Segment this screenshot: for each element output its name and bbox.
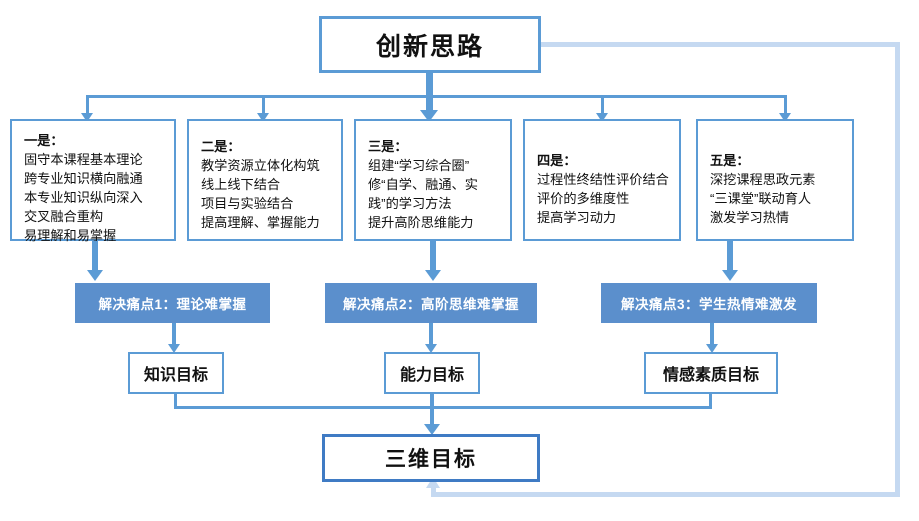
pain-point-1-label: 解决痛点1：理论难掌握 — [98, 297, 247, 312]
pain-point-bar-2[interactable]: 解决痛点2：高阶思维难掌握 — [325, 283, 537, 323]
final-goal-text: 三维目标 — [385, 448, 477, 471]
idea-3-line-4: 提升高阶思维能力 — [368, 215, 474, 230]
idea-2-line-4: 提高理解、掌握能力 — [201, 215, 320, 230]
bus-stem-3 — [426, 95, 433, 113]
idea-3-header: 三是： — [368, 139, 408, 154]
idea-2-line-2: 线上线下结合 — [201, 177, 281, 192]
feedback-loop-top-segment — [540, 42, 900, 47]
title-box[interactable]: 创新思路 — [319, 16, 541, 73]
idea-5-line-1: 深挖课程思政元素 — [710, 172, 816, 187]
idea-4-line-3: 提高学习动力 — [537, 210, 617, 225]
goal-2-label: 能力目标 — [399, 367, 464, 384]
feedback-loop-right-segment — [895, 42, 900, 497]
idea-3-line-1: 组建“学习综合圈” — [368, 158, 470, 173]
bus-stem-2 — [262, 95, 265, 117]
goal-box-2[interactable]: 能力目标 — [384, 352, 480, 394]
idea-1-header: 一是： — [24, 133, 64, 148]
idea-3-line-3: 践”的学习方法 — [368, 196, 452, 211]
merge-to-final-stem — [430, 406, 434, 428]
pain-point-bar-3[interactable]: 解决痛点3：学生热情难激发 — [601, 283, 817, 323]
goal1-drop — [174, 394, 177, 408]
connector-pain1-to-goal1 — [172, 323, 176, 346]
connector-pain3-to-goal3 — [710, 323, 714, 346]
goal-3-label: 情感素质目标 — [662, 367, 759, 384]
goal-1-label: 知识目标 — [143, 367, 208, 384]
arrow-to-goal-3 — [706, 344, 718, 353]
connector-idea5-to-pain3 — [727, 241, 733, 273]
idea-4-line-2: 评价的多维度性 — [537, 191, 630, 206]
arrow-to-idea-1 — [81, 113, 93, 122]
idea-4-line-1: 过程性终结性评价结合 — [537, 172, 669, 187]
goal3-drop — [709, 394, 712, 408]
idea-box-1[interactable]: 一是： 固守本课程基本理论 跨专业知识横向融通 本专业知识纵向深入 交叉融合重构… — [10, 119, 176, 243]
connector-idea1-to-pain1 — [92, 241, 98, 273]
arrow-to-pain-2 — [425, 270, 441, 281]
title-text: 创新思路 — [375, 32, 484, 61]
arrow-to-idea-5 — [779, 113, 791, 122]
connector-idea3-to-pain2 — [430, 241, 436, 273]
idea-box-4[interactable]: 四是： 过程性终结性评价结合 评价的多维度性 提高学习动力 — [523, 119, 681, 241]
goal2-drop — [430, 394, 434, 408]
goal-box-3[interactable]: 情感素质目标 — [644, 352, 778, 394]
pain-point-3-label: 解决痛点3：学生热情难激发 — [620, 297, 797, 312]
goal-box-1[interactable]: 知识目标 — [128, 352, 224, 394]
connector-pain2-to-goal2 — [429, 323, 433, 346]
idea-1-line-5: 易理解和易掌握 — [24, 228, 117, 243]
arrow-to-final — [424, 424, 440, 435]
arrow-to-pain-3 — [722, 270, 738, 281]
arrow-to-idea-4 — [596, 113, 608, 122]
idea-1-line-3: 本专业知识纵向深入 — [24, 190, 143, 205]
bus-stem-5 — [784, 95, 787, 117]
bus-stem-1 — [86, 95, 89, 117]
idea-5-line-3: 激发学习热情 — [710, 210, 790, 225]
final-goal-box[interactable]: 三维目标 — [322, 434, 540, 482]
idea-1-line-2: 跨专业知识横向融通 — [24, 171, 143, 186]
bus-stem-4 — [601, 95, 604, 117]
idea-3-line-2: 修“自学、融通、实 — [368, 177, 478, 192]
title-drop-line — [426, 73, 433, 98]
idea-box-2[interactable]: 二是： 教学资源立体化构筑 线上线下结合 项目与实验结合 提高理解、掌握能力 — [187, 119, 343, 241]
arrow-to-goal-1 — [168, 344, 180, 353]
merge-bus — [174, 406, 712, 409]
idea-5-header: 五是： — [710, 153, 750, 168]
idea-box-3[interactable]: 三是： 组建“学习综合圈” 修“自学、融通、实 践”的学习方法 提升高阶思维能力 — [354, 119, 512, 241]
idea-5-line-2: “三课堂”联动育人 — [710, 191, 812, 206]
idea-4-header: 四是： — [537, 153, 577, 168]
distribution-bus — [86, 95, 787, 98]
idea-box-5[interactable]: 五是： 深挖课程思政元素 “三课堂”联动育人 激发学习热情 — [696, 119, 854, 241]
arrow-to-goal-2 — [425, 344, 437, 353]
feedback-loop-bottom-segment — [434, 492, 900, 497]
arrow-to-idea-2 — [257, 113, 269, 122]
idea-1-line-4: 交叉融合重构 — [24, 209, 104, 224]
idea-2-line-1: 教学资源立体化构筑 — [201, 158, 320, 173]
pain-point-bar-1[interactable]: 解决痛点1：理论难掌握 — [75, 283, 270, 323]
idea-2-line-3: 项目与实验结合 — [201, 196, 294, 211]
arrow-to-pain-1 — [87, 270, 103, 281]
feedback-loop-riser — [431, 488, 436, 497]
idea-1-line-1: 固守本课程基本理论 — [24, 152, 143, 167]
feedback-loop-arrowhead — [426, 477, 440, 488]
idea-2-header: 二是： — [201, 139, 241, 154]
pain-point-2-label: 解决痛点2：高阶思维难掌握 — [342, 297, 519, 312]
